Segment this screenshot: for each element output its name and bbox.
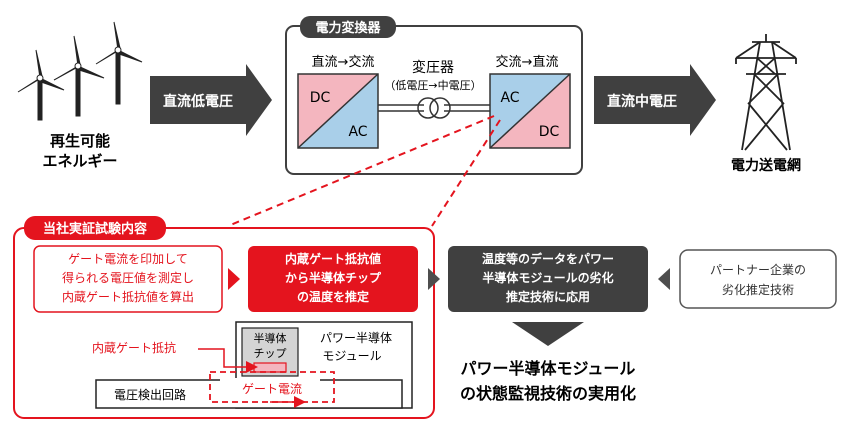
dc-medium-voltage-label: 直流中電圧 <box>607 93 677 110</box>
transmission-tower-icon <box>735 34 797 151</box>
application-box <box>448 246 648 312</box>
step1-line2: 得られる電圧値を測定し <box>62 270 194 285</box>
gate-resistor-pointer <box>198 348 258 373</box>
source-label-line1: 再生可能 <box>50 132 110 150</box>
dc-ac-bottom-label: AC <box>348 124 367 140</box>
power-converter-title-pill <box>300 16 396 38</box>
gate-current-label: ゲート電流 <box>242 382 302 396</box>
step2-line2: から半導体チップ <box>285 270 382 285</box>
gate-resistor-label: 内蔵ゲート抵抗 <box>92 340 176 355</box>
step-arrow-red <box>228 268 240 290</box>
dc-ac-converter-block <box>297 73 379 149</box>
application-line3: 推定技術に応用 <box>506 289 590 304</box>
result-down-arrow <box>512 322 584 346</box>
module-label-line2: モジュール <box>322 349 381 363</box>
source-label-line2: エネルギー <box>42 152 117 170</box>
wind-turbine-icon <box>17 21 143 121</box>
gate-current-label-bg <box>220 378 320 398</box>
ac-dc-bottom-label: DC <box>539 124 560 140</box>
zoom-line-right <box>431 119 501 227</box>
transformer-subtitle: （低電圧→中電圧） <box>384 79 481 92</box>
partner-line2: 劣化推定技術 <box>722 282 794 297</box>
module-label-line1: パワー半導体 <box>320 331 392 345</box>
step-arrow-gray-left <box>428 268 440 290</box>
demo-title: 当社実証試験内容 <box>43 221 147 237</box>
voltage-circuit-label: 電圧検出回路 <box>114 387 186 402</box>
step1-line3: 内蔵ゲート抵抗値を算出 <box>62 289 194 304</box>
application-line1: 温度等のデータをパワー <box>482 251 614 266</box>
result-line1: パワー半導体モジュール <box>461 359 636 378</box>
application-line2: 半導体モジュールの劣化 <box>482 270 613 285</box>
chip-label-line1: 半導体 <box>254 331 287 345</box>
dc-low-voltage-label: 直流低電圧 <box>163 93 233 110</box>
ac-dc-top-label: AC <box>500 90 519 106</box>
chip-label-line2: チップ <box>254 347 287 360</box>
ac-dc-converter-block <box>489 73 571 149</box>
dc-ac-top-label: DC <box>310 90 331 106</box>
gate-resistor-mark <box>253 362 287 373</box>
dc-low-voltage-arrow <box>150 64 272 136</box>
power-converter-title: 電力変換器 <box>315 20 381 36</box>
transformer-icon <box>378 97 490 119</box>
dc-ac-caption: 直流→交流 <box>312 54 375 70</box>
result-line2: の状態監視技術の実用化 <box>460 384 636 403</box>
demo-title-pill <box>24 216 166 240</box>
partner-box <box>679 249 837 309</box>
dc-medium-voltage-arrow <box>594 64 716 136</box>
step2-box <box>248 246 418 312</box>
partner-line1: パートナー企業の <box>710 262 806 277</box>
ac-dc-caption: 交流→直流 <box>496 54 559 70</box>
step-arrow-gray-right <box>658 268 670 290</box>
transformer-title: 変圧器 <box>412 59 454 76</box>
step2-line1: 内蔵ゲート抵抗値 <box>285 251 381 266</box>
step2-line3: の温度を推定 <box>297 289 369 304</box>
grid-label: 電力送電網 <box>731 157 801 174</box>
step1-line1: ゲート電流を印加して <box>68 252 188 266</box>
step1-box <box>33 245 223 313</box>
